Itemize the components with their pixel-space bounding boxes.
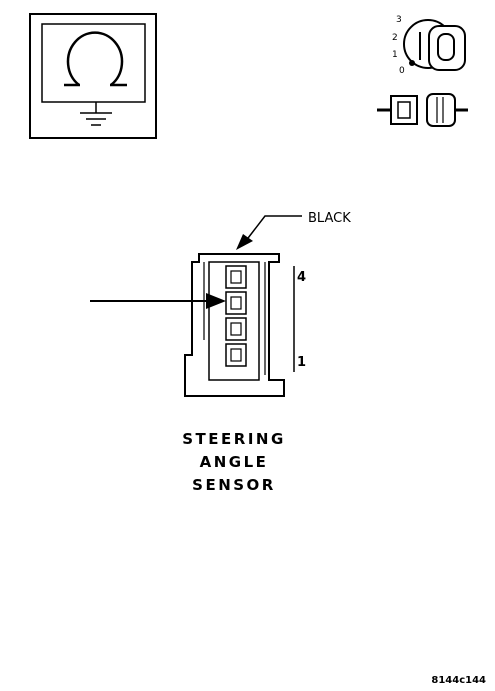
connector-title-line-1: STEERING: [182, 430, 286, 448]
probe-arrow: [90, 293, 226, 309]
figure-code: 8144c144: [431, 675, 486, 686]
wire-color-callout: BLACK: [236, 211, 351, 250]
ohmmeter-ground-icon: [29, 13, 157, 139]
ignition-position-2: 2: [392, 33, 398, 43]
ignition-position-3: 3: [396, 15, 402, 25]
pin-label-4: 4: [297, 270, 306, 285]
connector-cavity-4: [225, 265, 247, 289]
connector-cavity-1: [225, 343, 247, 367]
ignition-position-1: 1: [392, 50, 398, 60]
ignition-position-0: 0: [399, 66, 405, 76]
connector-title-line-3: SENSOR: [192, 476, 276, 494]
connector-title: STEERING ANGLE SENSOR: [182, 430, 286, 494]
connector-title-line-2: ANGLE: [200, 453, 269, 471]
ignition-key-off-icon: 3 2 1 0: [392, 15, 466, 76]
disconnected-connector-icon: [377, 93, 468, 127]
steering-angle-sensor-connector: 4 1: [184, 253, 306, 397]
wire-color-label: BLACK: [308, 211, 351, 226]
connector-cavity-2: [225, 317, 247, 341]
connector-cavity-3: [225, 291, 247, 315]
pin-label-1: 1: [297, 355, 306, 370]
